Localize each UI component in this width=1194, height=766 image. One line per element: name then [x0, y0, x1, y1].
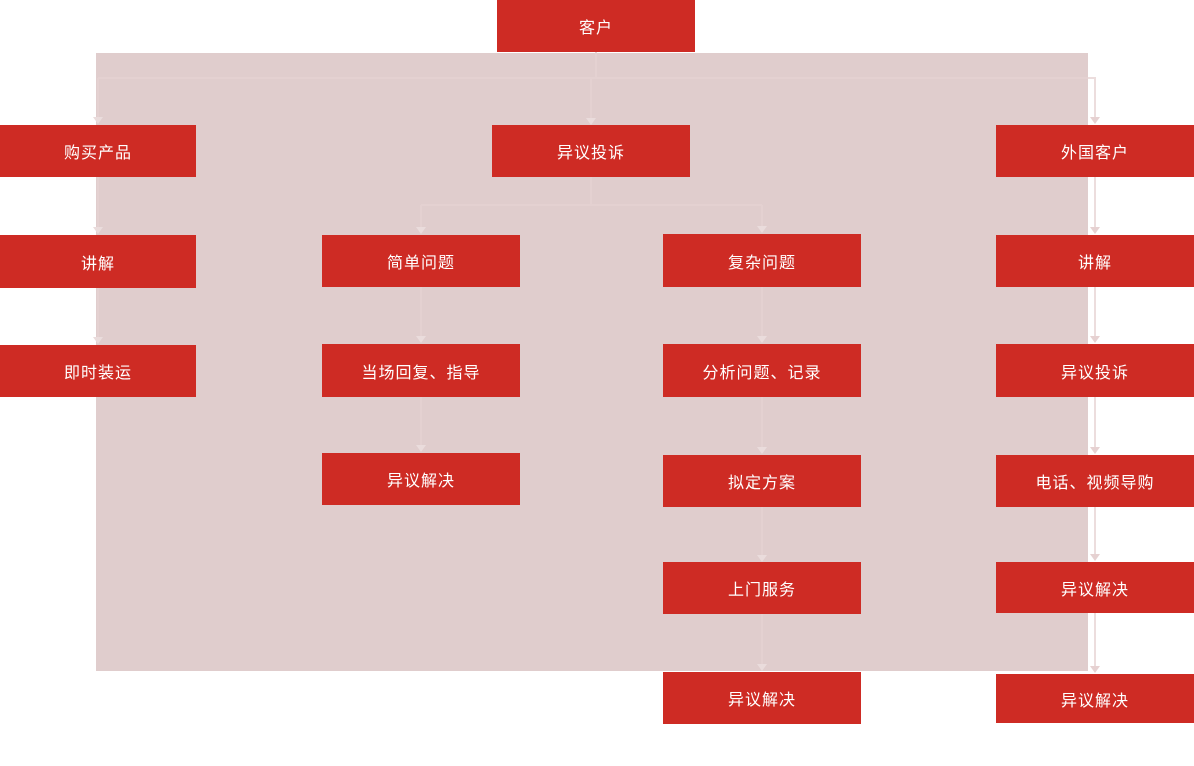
node-instant-shipping: 即时装运	[0, 345, 196, 397]
node-explain-right: 讲解	[996, 235, 1194, 287]
node-buy-product: 购买产品	[0, 125, 196, 177]
node-onsite-reply-guidance: 当场回复、指导	[322, 344, 520, 397]
node-objection-complaint: 异议投诉	[492, 125, 690, 177]
node-simple-problem: 简单问题	[322, 235, 520, 287]
arrowhead-explain-right	[1090, 227, 1100, 234]
node-objection-resolved-foreign-final: 异议解决	[996, 674, 1194, 723]
arrowhead-foreign-customer	[1090, 117, 1100, 124]
node-phone-video-shopping-guide: 电话、视频导购	[996, 455, 1194, 507]
node-explain-left: 讲解	[0, 235, 196, 288]
arrowhead-resolved-foreign-final	[1090, 666, 1100, 673]
arrowhead-complaint-foreign	[1090, 336, 1100, 343]
node-objection-resolved-complex: 异议解决	[663, 672, 861, 724]
node-draft-plan: 拟定方案	[663, 455, 861, 507]
node-analyze-problem-record: 分析问题、记录	[663, 344, 861, 397]
arrowhead-phone-video-guide	[1090, 447, 1100, 454]
node-objection-resolved-simple: 异议解决	[322, 453, 520, 505]
node-objection-complaint-foreign: 异议投诉	[996, 344, 1194, 397]
arrowhead-resolved-foreign	[1090, 554, 1100, 561]
node-door-to-door-service: 上门服务	[663, 562, 861, 614]
node-objection-resolved-foreign: 异议解决	[996, 562, 1194, 613]
node-complex-problem: 复杂问题	[663, 234, 861, 287]
connector-customer-to-foreign	[1088, 77, 1096, 117]
node-customer: 客户	[497, 0, 695, 52]
node-foreign-customer: 外国客户	[996, 125, 1194, 177]
